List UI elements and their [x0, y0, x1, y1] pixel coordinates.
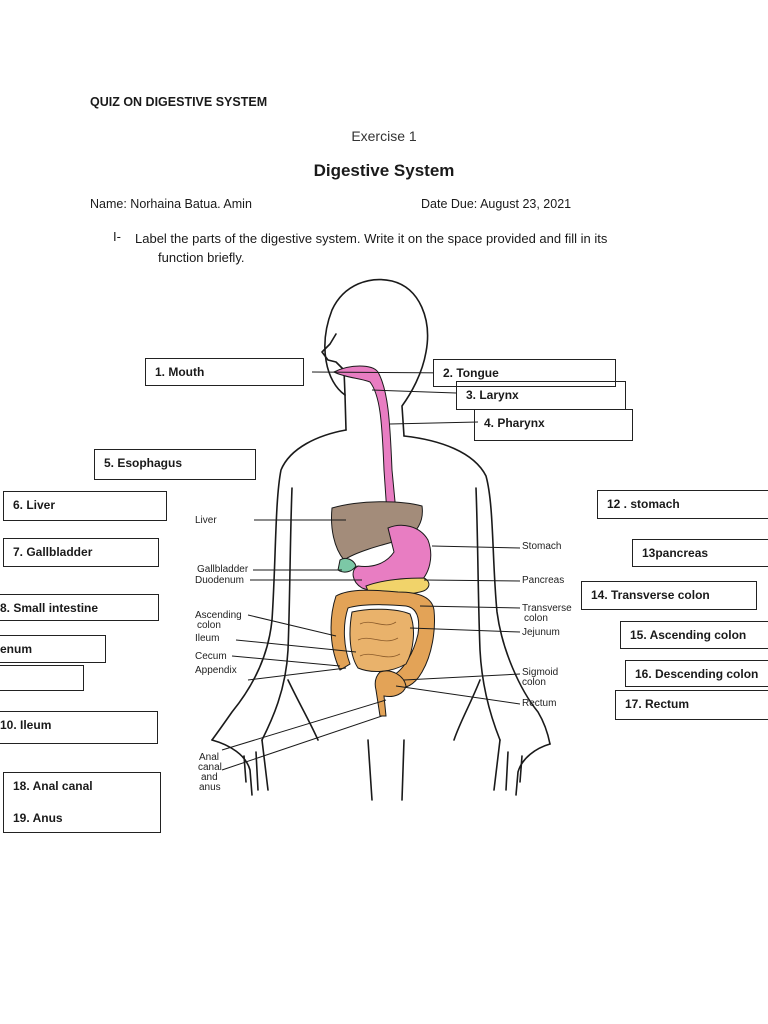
intestine-coil-detail	[357, 621, 401, 658]
answer-box-pharynx[interactable]: 4. Pharynx	[474, 409, 633, 441]
body-right-outline	[403, 435, 551, 745]
instruction-line-1: Label the parts of the digestive system.…	[135, 231, 608, 246]
leader-rectum	[395, 685, 521, 705]
leader-cecum	[231, 655, 341, 667]
diagram-label-transverse-colon-1: Transverse	[522, 603, 572, 614]
leader-larynx	[371, 389, 457, 394]
diagram-label-duodenum: Duodenum	[195, 575, 244, 586]
diagram-label-anal-1: Anal	[199, 752, 220, 763]
answer-box-tongue[interactable]: 2. Tongue	[433, 359, 616, 387]
body-hips	[287, 679, 481, 741]
diagram-label-liver: Liver	[195, 515, 217, 526]
body-left-inner-arm	[261, 487, 293, 741]
diagram-label-jejunum: Jejunum	[522, 627, 560, 638]
answer-box-rectum[interactable]: 17. Rectum	[615, 690, 768, 720]
leader-ascending-colon	[247, 614, 337, 637]
body-left-hand	[211, 739, 269, 796]
leader-sigmoid-colon	[403, 673, 521, 681]
leader-anal-canal	[221, 699, 387, 751]
instruction-text: Label the parts of the digestive system.…	[135, 229, 679, 267]
answer-box-gallbladder[interactable]: 7. Gallbladder	[3, 538, 159, 567]
instruction-line-2: function briefly.	[158, 250, 245, 265]
body-right-hand	[493, 739, 551, 796]
answer-box-duodenum[interactable]: enum	[0, 635, 106, 663]
diagram-label-anal-3: and	[201, 772, 218, 783]
gallbladder-shape	[337, 557, 357, 573]
answer-box-small-intestine[interactable]: 8. Small intestine	[0, 594, 159, 621]
leader-pharynx	[389, 421, 479, 425]
exercise-number: Exercise 1	[351, 128, 417, 144]
answer-box-descending-colon[interactable]: 16. Descending colon	[625, 660, 768, 687]
answer-box-ascending-colon[interactable]: 15. Ascending colon	[620, 621, 768, 649]
diagram-label-ileum: Ileum	[195, 633, 220, 644]
diagram-label-transverse-colon-2: colon	[524, 613, 548, 624]
document-title: Digestive System	[313, 161, 455, 180]
answer-box-liver[interactable]: 6. Liver	[3, 491, 167, 521]
diagram-label-sigmoid-colon-2: colon	[522, 677, 546, 688]
body-left-outline	[211, 429, 347, 741]
body-legs	[367, 739, 405, 801]
leader-stomach	[431, 545, 521, 549]
answer-box-larynx[interactable]: 3. Larynx	[456, 381, 626, 410]
answer-box-ileum[interactable]: 10. Ileum	[0, 711, 158, 744]
leader-anus	[221, 715, 383, 771]
diagram-label-cecum: Cecum	[195, 651, 227, 662]
student-name: Name: Norhaina Batua. Amin	[90, 197, 252, 211]
answer-box-esophagus[interactable]: 5. Esophagus	[94, 449, 256, 480]
quiz-title: QUIZ ON DIGESTIVE SYSTEM	[90, 95, 268, 109]
diagram-label-pancreas: Pancreas	[522, 575, 565, 586]
answer-box-transverse-colon[interactable]: 14. Transverse colon	[581, 581, 757, 610]
sigmoid-rectum-shape	[374, 670, 407, 717]
answer-box-mouth[interactable]: 1. Mouth	[145, 358, 304, 386]
date-due: Date Due: August 23, 2021	[421, 197, 572, 211]
diagram-label-gallbladder: Gallbladder	[197, 564, 249, 575]
answer-box-pancreas[interactable]: 13pancreas	[632, 539, 768, 567]
instruction-number: I-	[113, 229, 121, 244]
answer-box-stomach[interactable]: 12 . stomach	[597, 490, 768, 519]
answer-box-anal-canal-anus[interactable]: 18. Anal canal 19. Anus	[3, 772, 161, 833]
diagram-label-stomach: Stomach	[522, 541, 562, 552]
answer-anus: 19. Anus	[13, 811, 63, 825]
body-neck-left	[344, 394, 347, 431]
answer-box-blank[interactable]	[0, 665, 84, 691]
diagram-label-ascending-colon-1: Ascending	[195, 610, 242, 621]
leader-ileum	[235, 639, 357, 653]
diagram-label-anal-2: canal	[198, 762, 222, 773]
body-head-outline	[324, 278, 429, 437]
diagram-label-rectum: Rectum	[522, 698, 557, 709]
leader-transverse-colon	[419, 605, 521, 609]
leader-appendix	[247, 667, 347, 681]
leader-pancreas	[423, 579, 521, 582]
diagram-label-appendix: Appendix	[195, 665, 237, 676]
diagram-label-anal-4: anus	[199, 782, 221, 793]
diagram-label-ascending-colon-2: colon	[197, 620, 221, 631]
body-right-inner-arm	[475, 487, 501, 741]
answer-anal-canal: 18. Anal canal	[13, 779, 93, 793]
leader-jejunum	[409, 627, 521, 633]
diagram-label-sigmoid-colon-1: Sigmoid	[522, 667, 559, 678]
